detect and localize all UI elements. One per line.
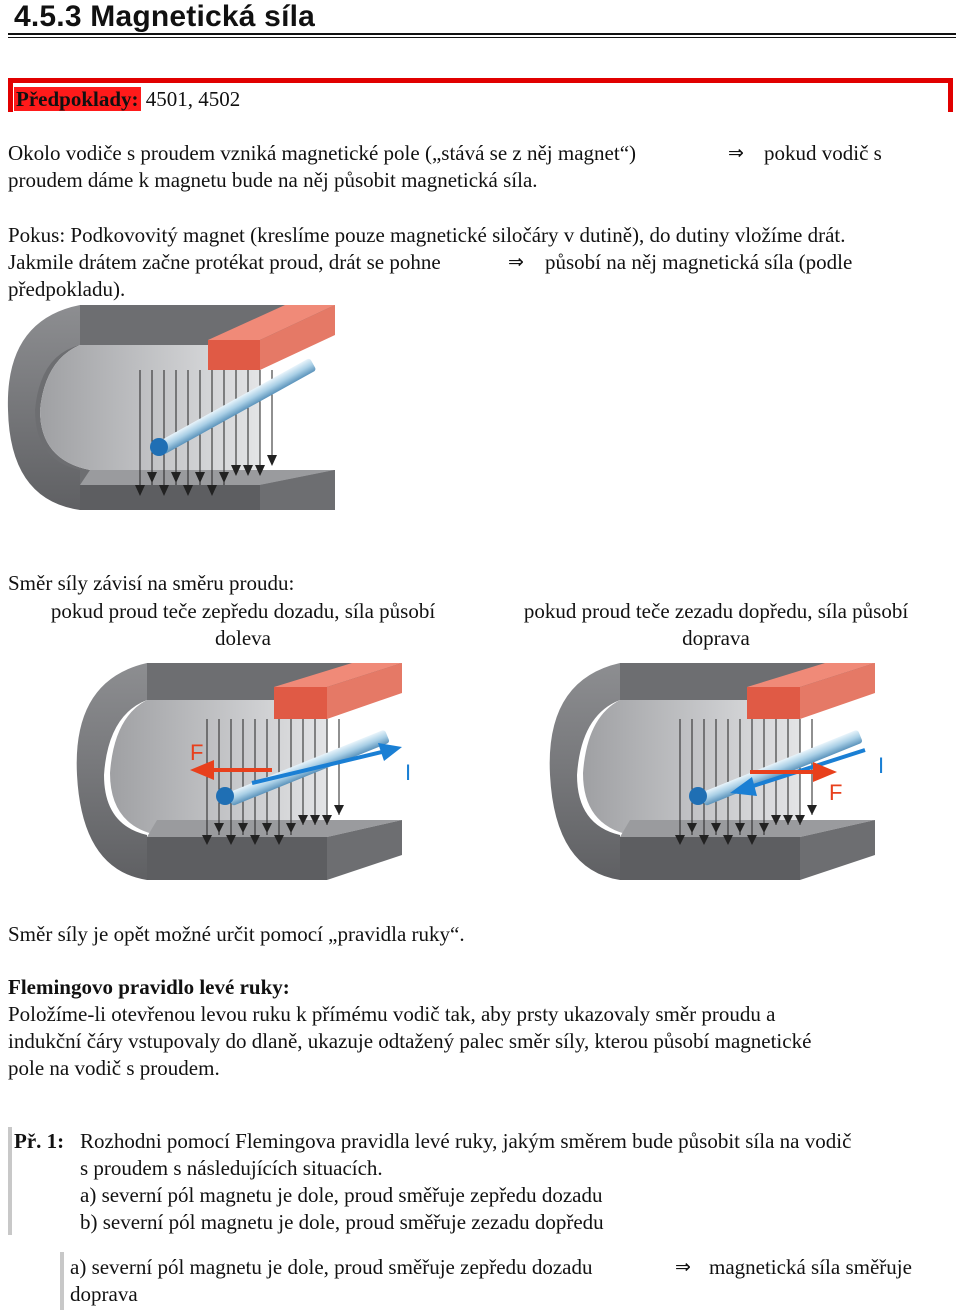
rule-line-2: indukční čáry vstupovaly do dlaně, ukazu… (8, 1029, 812, 1053)
intro-line-2: proudem dáme k magnetu bude na něj působ… (8, 168, 538, 192)
magnet-figure-left: F I (76, 663, 411, 880)
answer-line-1: a) severní pól magnetu je dole, proud sm… (70, 1255, 593, 1279)
page-title: 4.5.3 Magnetická síla (14, 0, 316, 33)
answer-line-2: doprava (70, 1282, 138, 1306)
answer-line-1-end: magnetická síla směřuje (709, 1255, 912, 1279)
direction-intro: Směr síly závisí na směru proudu: (8, 571, 295, 595)
direction-right-line-1: pokud proud teče zezadu dopředu, síla pů… (523, 599, 909, 623)
force-label: F (829, 780, 842, 805)
rule-intro: Směr síly je opět možné určit pomocí „pr… (8, 922, 465, 946)
prereq-frame-top (8, 78, 953, 83)
rule-line-1: Položíme-li otevřenou levou ruku k přímé… (8, 1002, 776, 1026)
direction-right-line-2: doprava (682, 626, 750, 650)
example-label: Př. 1: (14, 1129, 65, 1153)
force-label: F (190, 740, 203, 765)
implies-arrow: ⇒ (675, 1256, 691, 1278)
example-line-2: s proudem s následujících situacích. (80, 1156, 383, 1180)
direction-left-line-1: pokud proud teče zepředu dozadu, síla pů… (50, 599, 436, 623)
title-rule (8, 33, 956, 35)
implies-arrow: ⇒ (728, 142, 744, 164)
rule-line-3: pole na vodič s proudem. (8, 1056, 220, 1080)
current-label: I (405, 760, 411, 785)
direction-left-line-2: doleva (215, 626, 271, 650)
magnet-figure-right: F I (549, 663, 884, 880)
current-label: I (878, 753, 884, 778)
prereq-label: Předpoklady: (14, 87, 141, 111)
experiment-line-2: Jakmile drátem začne protékat proud, drá… (8, 250, 441, 274)
prereq-frame-right (948, 78, 953, 112)
prereq-frame-left (8, 78, 13, 112)
answer-side-bar (60, 1252, 64, 1310)
example-side-bar (8, 1127, 12, 1235)
example-item-a: a) severní pól magnetu je dole, proud sm… (80, 1183, 603, 1207)
example-item-b: b) severní pól magnetu je dole, proud sm… (80, 1210, 604, 1234)
prereq-value: 4501, 4502 (140, 87, 241, 111)
intro-line-1-end: pokud vodič s (764, 141, 882, 165)
title-rule-thin (8, 37, 956, 38)
example-line-1: Rozhodni pomocí Flemingova pravidla levé… (80, 1129, 852, 1153)
prereq-line: Předpoklady: 4501, 4502 (14, 86, 240, 113)
experiment-line-2-end: působí na něj magnetická síla (podle (545, 250, 853, 274)
experiment-line-3: předpokladu). (8, 277, 126, 301)
implies-arrow: ⇒ (508, 251, 524, 273)
experiment-line-1: Pokus: Podkovovitý magnet (kreslíme pouz… (8, 223, 846, 247)
intro-line-1: Okolo vodiče s proudem vzniká magnetické… (8, 141, 637, 165)
magnet-figure-main (7, 305, 335, 510)
rule-title: Flemingovo pravidlo levé ruky: (8, 975, 290, 999)
